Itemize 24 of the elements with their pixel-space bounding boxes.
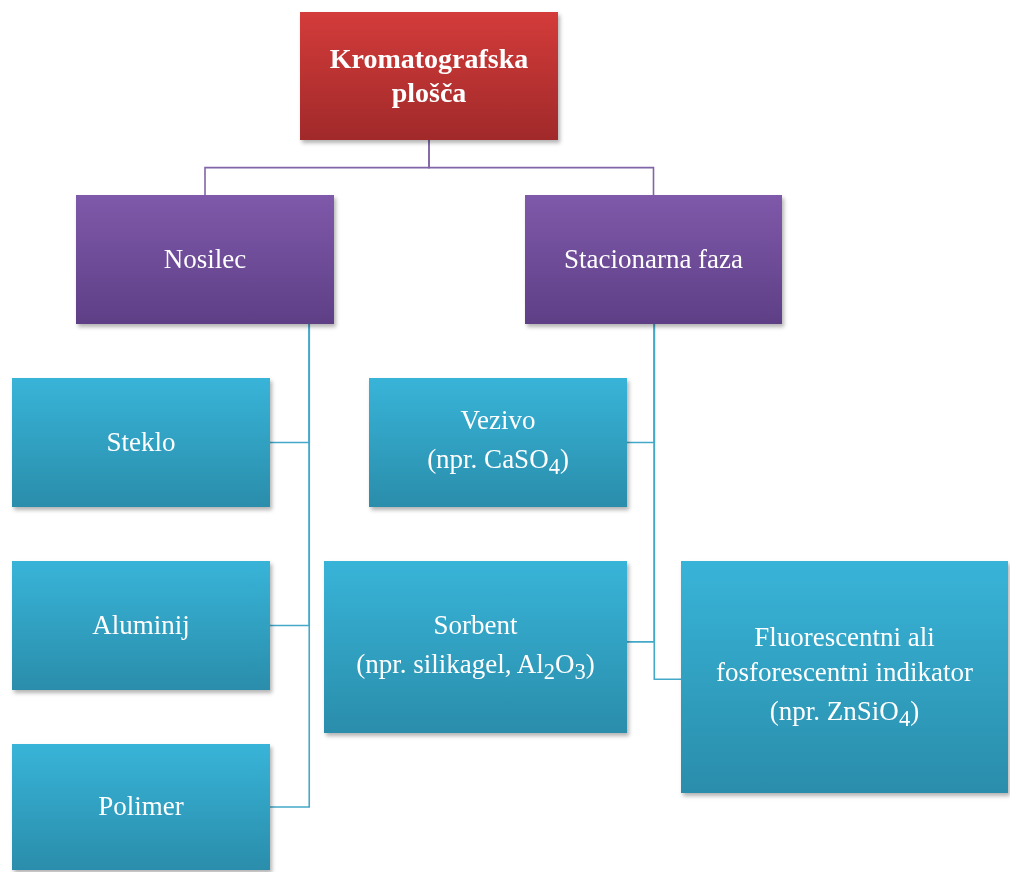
category-box [369, 378, 627, 507]
node-label: Stacionarna faza [563, 242, 744, 276]
node-label: (npr. ZnSiO$_{4}$) [769, 695, 920, 734]
node-label: Steklo [106, 425, 176, 459]
node-label: Vezivo [460, 404, 536, 438]
node-label: Kromatografska plošča [328, 42, 530, 110]
node-label: Aluminij [92, 608, 190, 642]
node-label: Nosilec [163, 242, 247, 276]
node-label: (npr. silikagel, Al$_{2}$O$_{3}$) [356, 647, 595, 687]
category-box [525, 195, 782, 324]
node-label: Sorbent [433, 608, 518, 642]
node-label: Fluorescentni ali fosforescentni indikator [714, 621, 975, 690]
node-label: Polimer [98, 790, 184, 824]
category-box [12, 378, 270, 507]
category-box [681, 561, 1008, 793]
category-box [12, 744, 270, 870]
connector-line [428, 139, 655, 196]
root-box [300, 12, 558, 140]
connector-line [653, 323, 682, 681]
category-box [12, 561, 270, 690]
category-box [324, 561, 627, 733]
category-box [76, 195, 334, 324]
connector-line [269, 323, 311, 808]
node-label: (npr. CaSO$_{4}$) [427, 443, 569, 482]
